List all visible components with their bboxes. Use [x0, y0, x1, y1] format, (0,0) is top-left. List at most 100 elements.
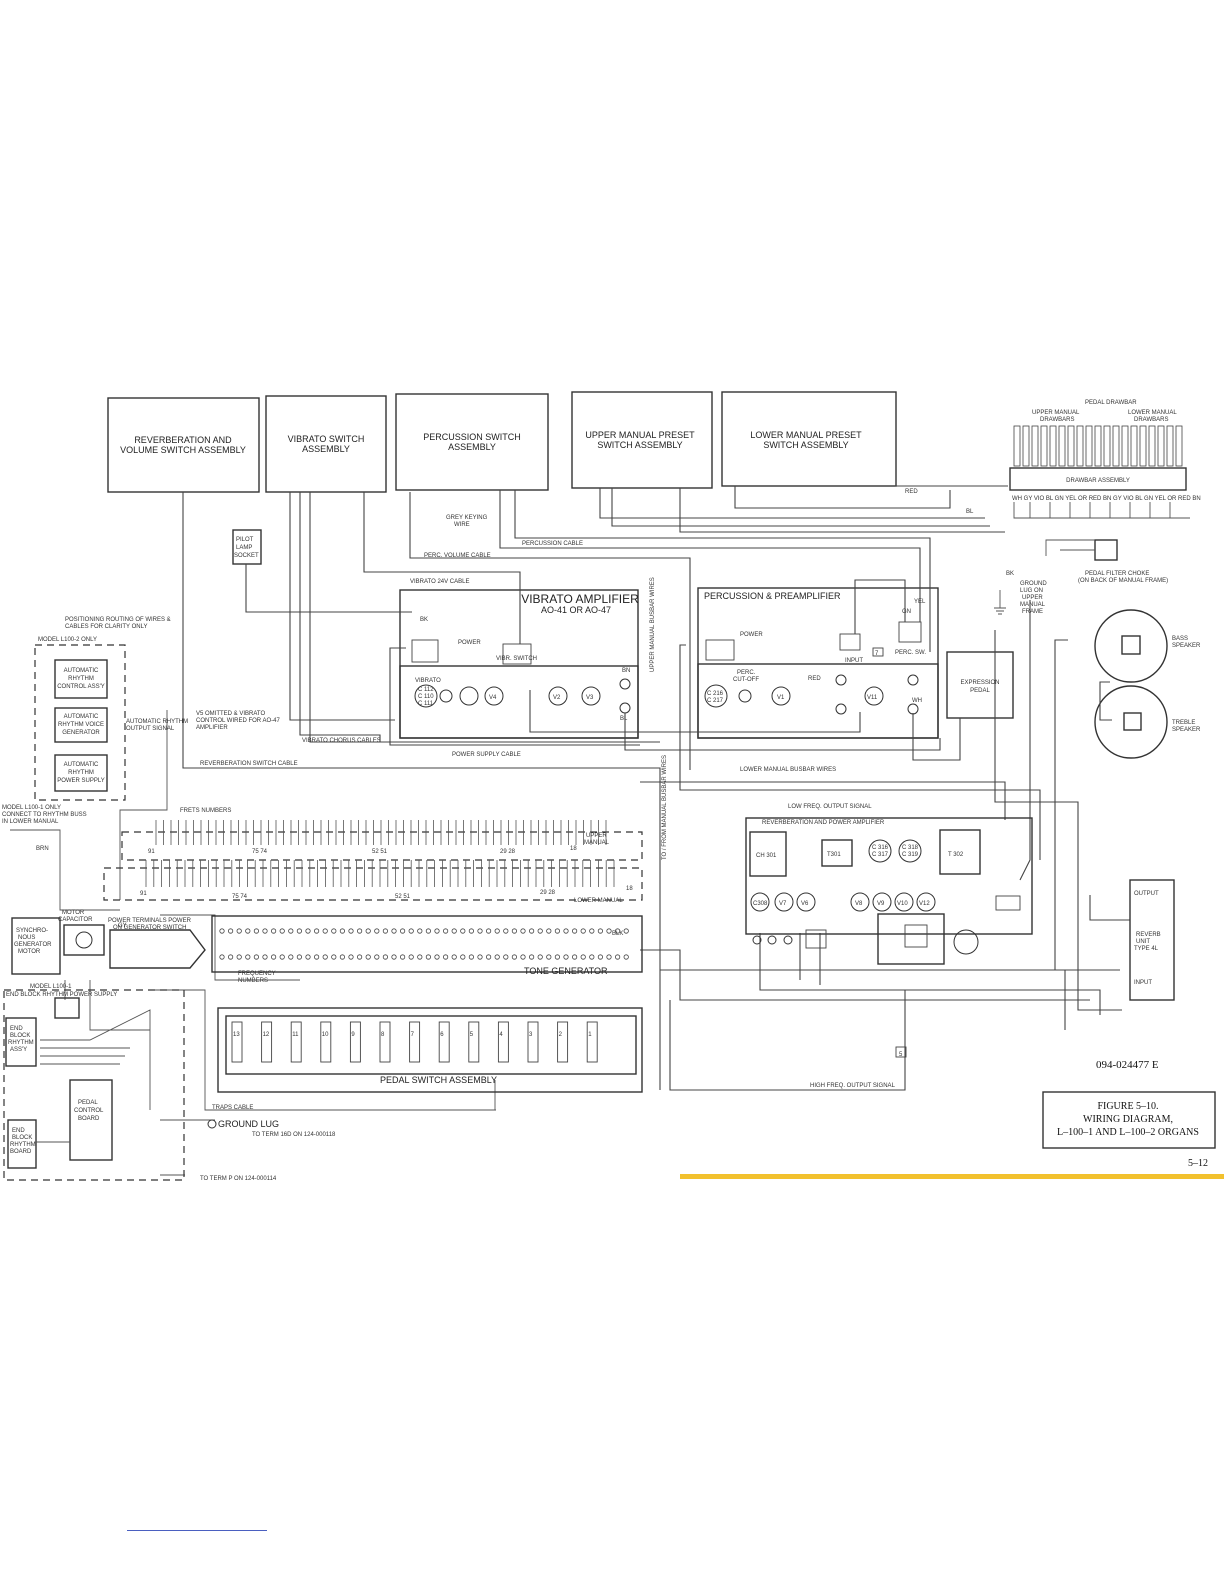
- svg-text:PERC. SW.: PERC. SW.: [895, 650, 926, 656]
- vibrato-amplifier: VIBRATO AMPLIFIER AO-41 OR AO-47 POWER V…: [399, 589, 639, 739]
- generator-terminal: [468, 954, 474, 960]
- svg-text:RED: RED: [905, 489, 918, 495]
- lower-manual: 75 74 52 51 29 28 18 LOWER MANUAL 91: [103, 860, 643, 904]
- svg-text:END: END: [12, 1128, 25, 1134]
- svg-text:GREY KEYING: GREY KEYING: [446, 515, 488, 521]
- svg-text:V3: V3: [586, 695, 594, 701]
- generator-terminal: [477, 954, 483, 960]
- svg-text:C 110: C 110: [418, 694, 434, 700]
- svg-text:POWER TERMINALS POWER: POWER TERMINALS POWER: [108, 918, 192, 924]
- svg-text:AUTOMATIC: AUTOMATIC: [64, 762, 99, 768]
- svg-text:MODEL L100-2 ONLY: MODEL L100-2 ONLY: [38, 637, 97, 643]
- generator-terminal: [262, 954, 268, 960]
- svg-text:CABLES FOR CLARITY ONLY: CABLES FOR CLARITY ONLY: [65, 624, 147, 630]
- generator-terminal: [391, 928, 397, 934]
- svg-text:29 28: 29 28: [500, 849, 516, 855]
- generator-terminal: [339, 928, 345, 934]
- generator-terminal: [442, 954, 449, 960]
- svg-text:FRETS NUMBERS: FRETS NUMBERS: [180, 808, 231, 814]
- svg-text:UNIT: UNIT: [1136, 939, 1150, 945]
- pedal-switch: [290, 1021, 302, 1063]
- pedal-switch: [438, 1021, 450, 1063]
- svg-text:29 28: 29 28: [540, 890, 556, 896]
- svg-text:POWER: POWER: [458, 640, 481, 646]
- svg-text:C 217: C 217: [707, 698, 724, 704]
- svg-text:VIBRATO: VIBRATO: [415, 678, 441, 684]
- pedal-switch-number: 9: [351, 1032, 355, 1038]
- pedal-switch: [231, 1021, 243, 1063]
- svg-text:T301: T301: [827, 852, 841, 858]
- generator-terminal: [408, 928, 414, 934]
- svg-text:LOWER MANUAL: LOWER MANUAL: [1128, 410, 1177, 416]
- svg-text:DRAWBARS: DRAWBARS: [1040, 417, 1074, 423]
- svg-text:SYNCHRO-: SYNCHRO-: [16, 928, 48, 934]
- svg-text:V7: V7: [779, 901, 787, 907]
- generator-terminal: [382, 928, 388, 934]
- svg-text:BK: BK: [1006, 571, 1014, 577]
- generator-terminal: [614, 954, 621, 960]
- drawbar-tab: [1121, 425, 1129, 467]
- svg-text:MANUAL: MANUAL: [1020, 602, 1046, 608]
- generator-terminal: [537, 954, 543, 960]
- generator-terminal: [279, 954, 285, 960]
- generator-terminal: [460, 954, 466, 960]
- svg-text:PERCUSSION SWITCH: PERCUSSION SWITCH: [423, 432, 521, 442]
- generator-terminal: [580, 954, 586, 960]
- wire-harness: [10, 485, 1130, 1176]
- svg-text:18: 18: [570, 846, 577, 852]
- generator-terminal: [451, 954, 457, 960]
- svg-text:UPPER: UPPER: [1022, 595, 1043, 601]
- svg-text:INPUT: INPUT: [845, 658, 863, 664]
- generator-terminal: [236, 928, 242, 934]
- generator-terminal: [537, 928, 543, 934]
- upper-manual-contacts: [155, 820, 607, 845]
- generator-terminal: [589, 928, 595, 934]
- svg-text:UPPER MANUAL PRESET: UPPER MANUAL PRESET: [585, 430, 695, 440]
- svg-text:18: 18: [626, 886, 633, 892]
- svg-text:CONTROL WIRED FOR AO-47: CONTROL WIRED FOR AO-47: [196, 718, 280, 724]
- figure-title-1: WIRING DIAGRAM,: [1083, 1114, 1173, 1125]
- pedal-switch: [349, 1021, 361, 1063]
- svg-text:SPEAKER: SPEAKER: [1172, 727, 1201, 733]
- generator-terminal: [365, 954, 371, 960]
- svg-text:FREQUENCY: FREQUENCY: [238, 971, 276, 977]
- generator-terminal: [442, 928, 449, 934]
- pedal-switch-number: 3: [529, 1032, 533, 1038]
- generator-terminal: [511, 954, 518, 960]
- drawbar-tab: [1076, 425, 1084, 467]
- svg-text:52 51: 52 51: [372, 849, 388, 855]
- generator-terminal: [408, 954, 414, 960]
- svg-text:RHYTHM VOICE: RHYTHM VOICE: [58, 722, 104, 728]
- generator-terminal: [288, 928, 294, 934]
- generator-terminal: [425, 928, 431, 934]
- generator-terminal: [494, 954, 500, 960]
- generator-terminal: [614, 928, 621, 934]
- svg-text:V12: V12: [919, 901, 930, 907]
- svg-text:OUTPUT: OUTPUT: [1134, 891, 1159, 897]
- generator-terminal: [503, 954, 509, 960]
- svg-text:V11: V11: [867, 695, 878, 701]
- svg-text:NUMBERS: NUMBERS: [238, 978, 268, 984]
- generator-terminal: [253, 954, 259, 960]
- generator-terminal: [365, 928, 371, 934]
- drawbar-tab: [1175, 425, 1183, 467]
- lower-manual-preset-switch-assembly: LOWER MANUAL PRESET SWITCH ASSEMBLY: [721, 391, 897, 487]
- generator-terminal: [597, 928, 604, 934]
- svg-text:75 74: 75 74: [232, 894, 248, 900]
- svg-text:LUG ON: LUG ON: [1020, 588, 1043, 594]
- svg-text:AO-41 OR AO-47: AO-41 OR AO-47: [541, 605, 611, 615]
- svg-text:ASSEMBLY: ASSEMBLY: [448, 442, 496, 452]
- generator-terminal: [279, 928, 285, 934]
- svg-text:WH GY VIO BL GN YEL OR RED BN: WH GY VIO BL GN YEL OR RED BN GY VIO BL …: [1012, 496, 1201, 502]
- drawbar-tab: [1058, 425, 1066, 467]
- svg-text:GENERATOR: GENERATOR: [62, 730, 100, 736]
- generator-terminal: [322, 928, 328, 934]
- svg-text:PERCUSSION CABLE: PERCUSSION CABLE: [522, 541, 583, 547]
- svg-text:AUTOMATIC: AUTOMATIC: [64, 668, 99, 674]
- svg-text:ON GENERATOR SWITCH: ON GENERATOR SWITCH: [113, 925, 186, 931]
- drawbar-tab: [1031, 425, 1039, 467]
- svg-text:CONTROL ASS'Y: CONTROL ASS'Y: [57, 684, 105, 690]
- svg-text:AMPLIFIER: AMPLIFIER: [196, 725, 228, 731]
- drawbar-tab: [1013, 425, 1021, 467]
- svg-text:POWER: POWER: [740, 632, 763, 638]
